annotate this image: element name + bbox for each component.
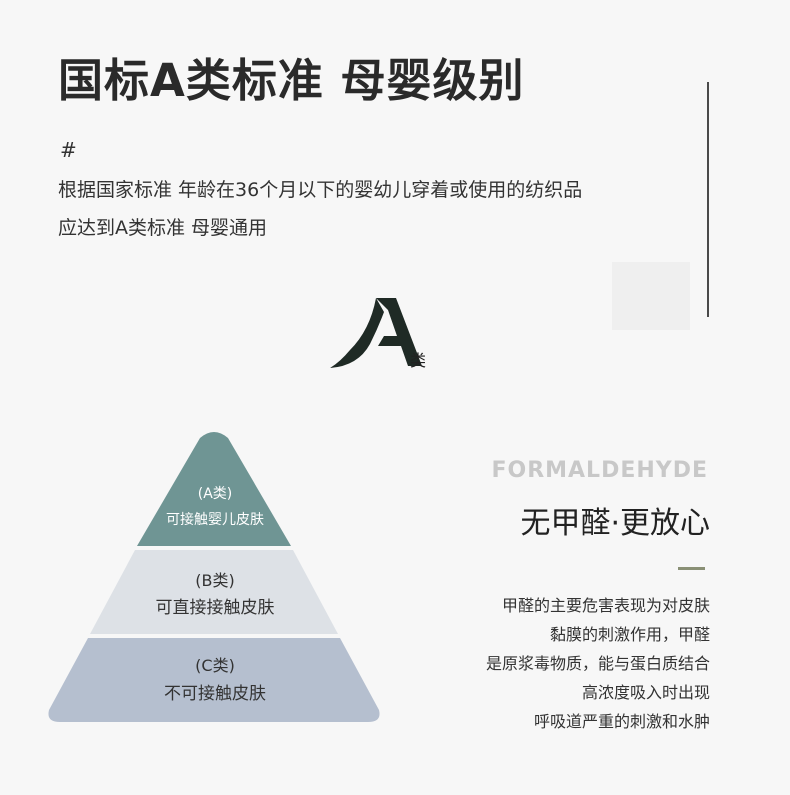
formaldehyde-desc-line: 黏膜的刺激作用，甲醛 [549, 625, 710, 644]
faded-decoration [612, 262, 690, 330]
vertical-divider [707, 82, 709, 317]
hash-mark: # [60, 138, 77, 162]
formaldehyde-desc-line: 甲醛的主要危害表现为对皮肤 [501, 596, 710, 615]
formaldehyde-heading: FORMALDEHYDE [491, 458, 708, 483]
intro-line-1: 根据国家标准 年龄在36个月以下的婴幼儿穿着或使用的纺织品 [58, 179, 583, 201]
formaldehyde-desc-line: 是原浆毒物质，能与蛋白质结合 [485, 654, 710, 673]
tier-b-shape [90, 550, 338, 634]
formaldehyde-desc-line: 呼吸道严重的刺激和水肿 [533, 712, 710, 731]
formaldehyde-slogan: 无甲醛·更放心 [520, 506, 710, 541]
tier-b-label: (B类) [195, 571, 235, 590]
tier-a-desc: 可接触婴儿皮肤 [166, 512, 264, 528]
a-class-logo-icon [330, 298, 422, 368]
formaldehyde-desc-line: 高浓度吸入时出现 [581, 683, 710, 702]
tier-c-desc: 不可接触皮肤 [164, 684, 266, 704]
tier-c-shape [48, 638, 380, 722]
a-class-label: 类 [410, 351, 427, 370]
intro-line-2: 应达到A类标准 母婴通用 [58, 217, 268, 239]
tier-a-label: (A类) [197, 486, 233, 502]
accent-bar [678, 567, 705, 570]
tier-c-label: (C类) [195, 656, 235, 675]
classification-pyramid [48, 432, 380, 722]
tier-b-desc: 可直接接触皮肤 [155, 598, 275, 618]
page-title: 国标A类标准 母婴级别 [58, 54, 525, 107]
tier-a-shape [137, 432, 291, 546]
